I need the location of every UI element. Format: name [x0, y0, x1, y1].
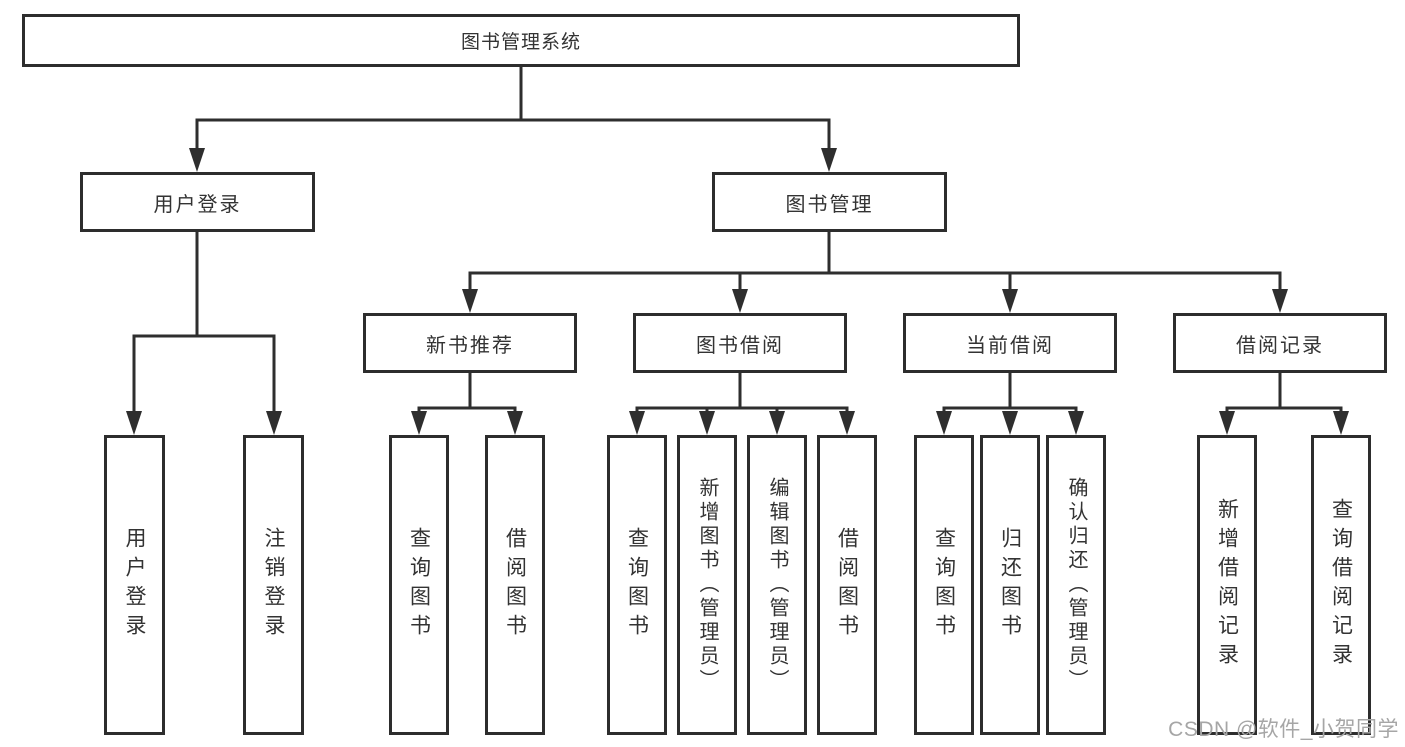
leaf-rec-borrow-books-label: 借阅图书 — [503, 527, 527, 643]
node-new-book-recommend-label: 新书推荐 — [426, 334, 514, 357]
csdn-watermark: CSDN @软件_小贺同学 — [1168, 718, 1399, 741]
leaf-br-query-record-label: 查询借阅记录 — [1329, 498, 1353, 672]
leaf-cb-return-books-label: 归还图书 — [998, 527, 1022, 643]
leaf-bb-query-books-label: 查询图书 — [625, 527, 649, 643]
leaf-br-add-record-label: 新增借阅记录 — [1215, 498, 1239, 672]
leaf-logout-label: 注销登录 — [262, 527, 285, 643]
leaf-bb-add-books-admin: 新增图书（管理员） — [677, 435, 737, 735]
leaf-bb-query-books: 查询图书 — [607, 435, 667, 735]
node-new-book-recommend: 新书推荐 — [363, 313, 577, 373]
leaf-bb-borrow-books-label: 借阅图书 — [835, 527, 859, 643]
leaf-user-login-label: 用户登录 — [123, 527, 146, 643]
node-user-login-label: 用户登录 — [153, 193, 242, 216]
leaf-user-login: 用户登录 — [104, 435, 165, 735]
node-root-label: 图书管理系统 — [460, 32, 581, 53]
leaf-rec-borrow-books: 借阅图书 — [485, 435, 545, 735]
leaf-cb-confirm-return-admin-label: 确认归还（管理员） — [1065, 477, 1087, 693]
node-book-management-label: 图书管理 — [785, 193, 874, 216]
leaf-cb-return-books: 归还图书 — [980, 435, 1040, 735]
leaf-bb-edit-books-admin-label: 编辑图书（管理员） — [766, 477, 788, 693]
node-user-login: 用户登录 — [80, 172, 315, 232]
leaf-bb-borrow-books: 借阅图书 — [817, 435, 877, 735]
leaf-br-query-record: 查询借阅记录 — [1311, 435, 1371, 735]
node-book-management: 图书管理 — [712, 172, 947, 232]
leaf-cb-confirm-return-admin: 确认归还（管理员） — [1046, 435, 1106, 735]
node-root-library-system: 图书管理系统 — [22, 14, 1020, 67]
node-borrow-records-label: 借阅记录 — [1236, 334, 1324, 357]
leaf-rec-query-books-label: 查询图书 — [407, 527, 431, 643]
leaf-br-add-record: 新增借阅记录 — [1197, 435, 1257, 735]
node-book-borrow-label: 图书借阅 — [696, 334, 784, 357]
node-borrow-records: 借阅记录 — [1173, 313, 1387, 373]
node-current-borrow: 当前借阅 — [903, 313, 1117, 373]
leaf-cb-query-books-label: 查询图书 — [932, 527, 956, 643]
node-current-borrow-label: 当前借阅 — [966, 334, 1054, 357]
leaf-rec-query-books: 查询图书 — [389, 435, 449, 735]
node-book-borrow: 图书借阅 — [633, 313, 847, 373]
leaf-cb-query-books: 查询图书 — [914, 435, 974, 735]
arrowhead-icons — [126, 148, 1349, 435]
leaf-bb-edit-books-admin: 编辑图书（管理员） — [747, 435, 807, 735]
leaf-logout: 注销登录 — [243, 435, 304, 735]
leaf-bb-add-books-admin-label: 新增图书（管理员） — [696, 477, 718, 693]
